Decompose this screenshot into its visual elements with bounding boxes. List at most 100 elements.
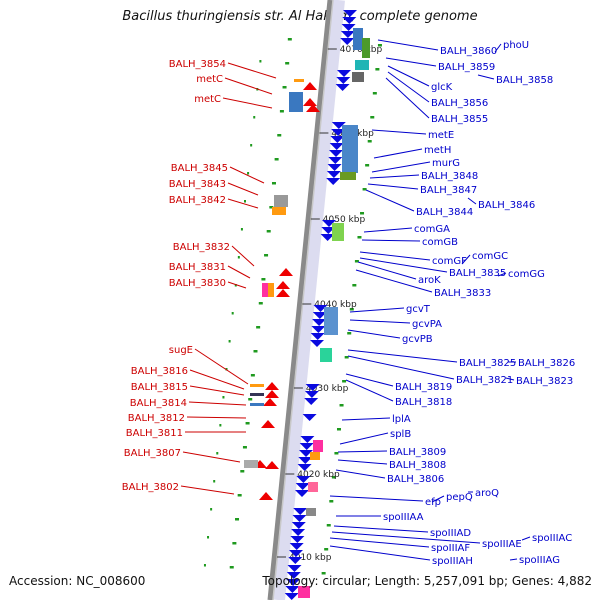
gene-label-left[interactable]: sugE (169, 345, 193, 356)
gene-label-right[interactable]: BALH_3848 (421, 171, 478, 182)
gene-label-right[interactable]: comGB (422, 237, 458, 248)
gene-label-right[interactable]: spoIIIAG (519, 555, 560, 566)
guide-dot (210, 508, 213, 511)
gene-label-left[interactable]: metC (196, 74, 223, 85)
gene-label-right[interactable]: BALH_3847 (420, 185, 477, 196)
gene-label-left[interactable]: BALH_3802 (122, 482, 179, 493)
gene-label-left[interactable]: BALH_3812 (128, 413, 185, 424)
gene-label-right[interactable]: BALH_3809 (389, 447, 446, 458)
plus-gene-arrow (335, 84, 350, 91)
gene-label-right[interactable]: spoIIIAH (432, 556, 473, 567)
guide-dot (274, 158, 279, 161)
plus-gene-arrow (313, 305, 328, 312)
gene-label-left[interactable]: metC (194, 94, 221, 105)
minus-gene-arrow (306, 104, 320, 112)
gene-label-right[interactable]: BALH_3856 (431, 98, 488, 109)
guide-dot (377, 44, 382, 47)
gene-label-right[interactable]: spoIIIAC (532, 533, 572, 544)
minus-gene-box (268, 283, 274, 297)
backbone-edge (272, 0, 334, 600)
gene-label-right[interactable]: gcvPA (412, 319, 442, 330)
gene-label-right[interactable]: metE (428, 130, 454, 141)
plus-gene-arrow (311, 326, 326, 333)
gene-label-right[interactable]: spoIIIAF (431, 543, 470, 554)
right-label-connector (367, 183, 419, 190)
gene-label-left[interactable]: BALH_3830 (169, 278, 226, 289)
gene-label-right[interactable]: BALH_3835 (449, 268, 506, 279)
gene-label-right[interactable]: metH (424, 145, 451, 156)
plus-gene-arrow (287, 565, 302, 572)
gene-label-right[interactable]: BALH_3819 (395, 382, 452, 393)
gene-label-right[interactable]: BALH_3823 (516, 376, 573, 387)
gene-label-left[interactable]: BALH_3854 (169, 59, 226, 70)
gene-label-right[interactable]: spoIIIAA (383, 512, 424, 523)
gene-label-right[interactable]: BALH_3833 (434, 288, 491, 299)
plus-gene-arrow (322, 220, 336, 227)
gene-label-left[interactable]: BALH_3831 (169, 262, 226, 273)
minus-gene-box (274, 195, 288, 207)
minus-gene-box (244, 460, 258, 468)
gene-label-right[interactable]: BALH_3846 (478, 200, 535, 211)
gene-label-right[interactable]: spoIIIAD (430, 528, 471, 539)
gene-label-left[interactable]: BALH_3814 (130, 398, 187, 409)
right-label-connector (365, 189, 415, 212)
gene-label-right[interactable]: murG (432, 158, 460, 169)
gene-label-left[interactable]: BALH_3843 (169, 179, 226, 190)
right-label-connector (477, 74, 495, 80)
gene-label-right[interactable]: gcvT (406, 304, 431, 315)
gene-label-right[interactable]: comGC (472, 251, 508, 262)
gene-label-right[interactable]: BALH_3818 (395, 397, 452, 408)
gene-label-right[interactable]: comGG (508, 269, 545, 280)
plus-gene-arrow (340, 38, 355, 45)
gene-label-right[interactable]: BALH_3859 (438, 62, 495, 73)
gene-label-right[interactable]: spoIIIAE (482, 539, 522, 550)
plus-gene-arrow (336, 77, 351, 84)
gene-label-left[interactable]: BALH_3845 (171, 163, 228, 174)
gene-label-left[interactable]: BALH_3842 (169, 195, 226, 206)
plus-gene-arrow (291, 522, 306, 529)
gene-label-right[interactable]: pepQ (446, 492, 473, 503)
gene-label-right[interactable]: BALH_3821 (456, 375, 513, 386)
gene-label-right[interactable]: glcK (431, 82, 453, 93)
guide-dot (282, 86, 287, 89)
guide-dot (231, 312, 234, 315)
gene-label-left[interactable]: BALH_3811 (126, 428, 183, 439)
gene-label-right[interactable]: efp (425, 497, 441, 508)
gene-label-right[interactable]: comGA (414, 224, 450, 235)
guide-dot (285, 62, 290, 65)
gene-label-right[interactable]: comGF (432, 256, 467, 267)
gene-label-right[interactable]: BALH_3825 (459, 358, 516, 369)
gene-label-left[interactable]: BALH_3816 (131, 366, 188, 377)
guide-dot (287, 38, 292, 41)
gene-label-right[interactable]: BALH_3855 (431, 114, 488, 125)
gene-label-right[interactable]: BALH_3808 (389, 460, 446, 471)
gene-label-left[interactable]: BALH_3807 (124, 448, 181, 459)
plus-gene-arrow (288, 557, 303, 564)
gene-label-left[interactable]: BALH_3832 (173, 242, 230, 253)
right-label-connector (335, 469, 386, 479)
gene-label-right[interactable]: splB (390, 429, 411, 440)
gene-label-right[interactable]: phoU (503, 40, 529, 51)
plus-gene-arrow (329, 150, 343, 157)
gene-label-right[interactable]: lplA (392, 414, 411, 425)
gene-label-right[interactable]: gcvPB (402, 334, 433, 345)
gene-label-right[interactable]: aroK (418, 275, 441, 286)
guide-dot (229, 566, 234, 569)
guide-dot (222, 396, 225, 399)
gene-label-right[interactable]: BALH_3806 (387, 474, 444, 485)
plus-gene-arrow (299, 443, 314, 450)
gene-label-left[interactable]: BALH_3815 (131, 382, 188, 393)
guide-dot (357, 236, 362, 239)
right-label-connector (337, 450, 388, 453)
plus-gene-box (310, 452, 320, 460)
left-label-connector (229, 166, 265, 184)
plus-gene-arrow (340, 31, 355, 38)
gene-label-right[interactable]: aroQ (475, 488, 499, 499)
plus-gene-arrow (312, 312, 327, 319)
gene-label-right[interactable]: BALH_3844 (416, 207, 473, 218)
plus-gene-arrow (331, 122, 346, 129)
gene-label-right[interactable]: BALH_3860 (440, 46, 497, 57)
gene-label-right[interactable]: BALH_3826 (518, 358, 575, 369)
guide-dot (329, 500, 334, 503)
gene-label-right[interactable]: BALH_3858 (496, 75, 553, 86)
